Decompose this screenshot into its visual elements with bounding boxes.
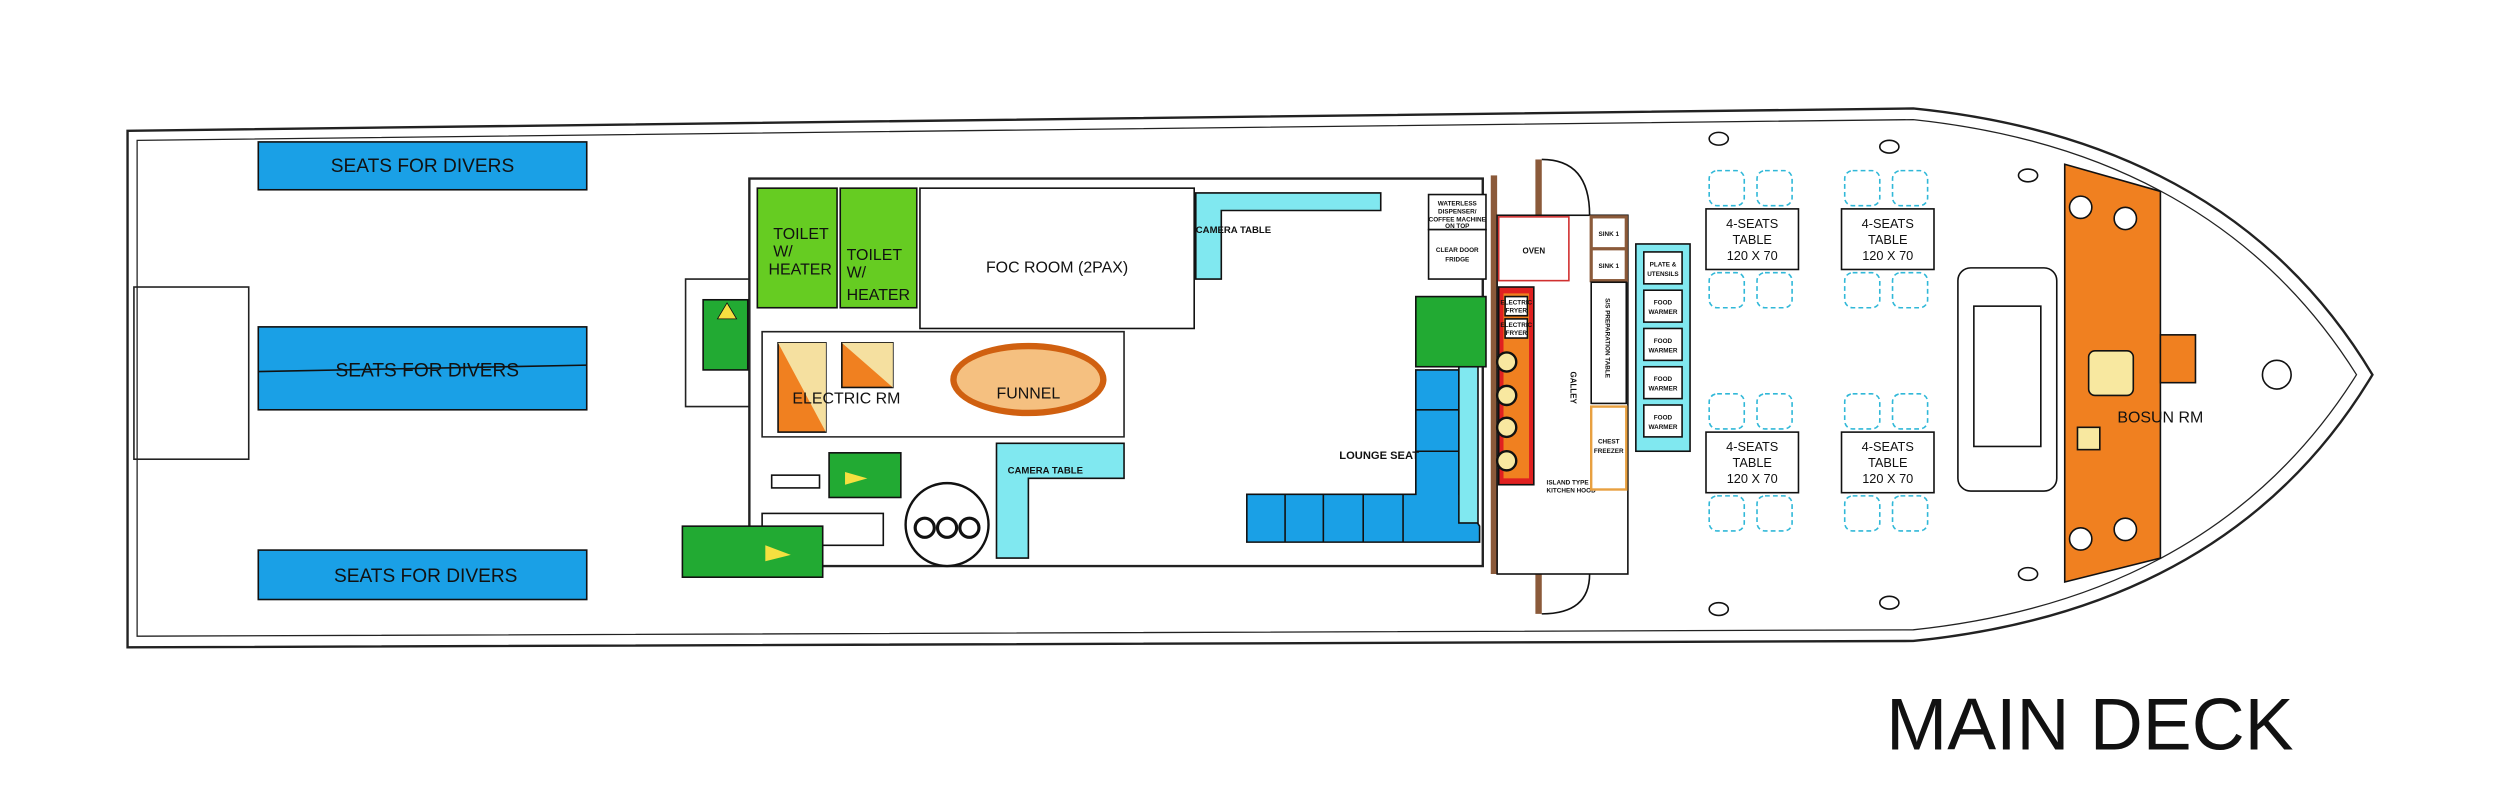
svg-text:WATERLESS: WATERLESS <box>1438 201 1477 208</box>
lounge-seat: LOUNGE SEAT <box>1246 365 1481 543</box>
svg-text:HEATER: HEATER <box>847 287 910 304</box>
svg-text:PLATE &: PLATE & <box>1650 261 1677 268</box>
prep-table: S/S PREPARATION TABLE <box>1590 281 1628 405</box>
portholes <box>1708 131 2292 617</box>
svg-text:120 X 70: 120 X 70 <box>1727 471 1778 486</box>
electric-room: ELECTRIC RM <box>761 330 1125 438</box>
oven: OVEN <box>1497 216 1570 282</box>
svg-text:TABLE: TABLE <box>1868 455 1907 470</box>
svg-text:FOC ROOM (2PAX): FOC ROOM (2PAX) <box>986 260 1128 277</box>
seats-for-divers-1: SEATS FOR DIVERS <box>257 141 588 191</box>
stair-side <box>681 525 824 578</box>
svg-text:S/S PREPARATION TABLE: S/S PREPARATION TABLE <box>1604 298 1611 378</box>
svg-text:FUNNEL: FUNNEL <box>996 386 1060 403</box>
hull-outline <box>126 107 2374 649</box>
table-3: 4-SEATS TABLE 120 X 70 <box>1705 393 1800 532</box>
funnel: FUNNEL <box>950 342 1107 417</box>
svg-text:SINK 1: SINK 1 <box>1598 231 1619 238</box>
svg-text:120 X 70: 120 X 70 <box>1862 471 1913 486</box>
camera-table-fwd: CAMERA TABLE <box>1194 192 1382 280</box>
svg-text:ELECTRIC: ELECTRIC <box>1500 322 1532 329</box>
food-counter: PLATE & UTENSILS FOOD WARMER FOOD WARMER… <box>1635 243 1691 453</box>
svg-text:CHEST: CHEST <box>1598 438 1620 445</box>
galley-label: GALLEY <box>1568 372 1577 405</box>
camera-table-aft: CAMERA TABLE <box>995 442 1125 559</box>
svg-text:TABLE: TABLE <box>1733 232 1772 247</box>
svg-text:SEATS FOR DIVERS: SEATS FOR DIVERS <box>336 360 520 381</box>
page-title: MAIN DECK <box>1886 683 2294 765</box>
svg-text:TOILET: TOILET <box>773 226 829 243</box>
svg-text:FRYER: FRYER <box>1506 308 1528 315</box>
svg-text:CLEAR DOOR: CLEAR DOOR <box>1436 247 1479 254</box>
sinks: SINK 1 SINK 1 <box>1589 215 1628 283</box>
bow-lounge <box>1957 267 2058 492</box>
svg-text:FOOD: FOOD <box>1654 300 1673 307</box>
clear-door-fridge: CLEAR DOOR FRIDGE <box>1427 228 1487 280</box>
toilet-1: TOILET W/ HEATER <box>756 187 838 309</box>
stair-fwd <box>1415 295 1487 368</box>
svg-text:FOOD: FOOD <box>1654 338 1673 345</box>
bosun-room: BOSUN RM <box>2063 163 2203 583</box>
table-4: 4-SEATS TABLE 120 X 70 <box>1840 393 1935 532</box>
table-1: 4-SEATS TABLE 120 X 70 <box>1705 169 1800 309</box>
svg-text:HEATER: HEATER <box>768 261 831 278</box>
svg-text:FOOD: FOOD <box>1654 414 1673 421</box>
svg-text:CAMERA TABLE: CAMERA TABLE <box>1196 225 1271 236</box>
svg-text:4-SEATS: 4-SEATS <box>1726 216 1778 231</box>
seats-for-divers-2: SEATS FOR DIVERS <box>257 326 588 411</box>
toilet-2: TOILET W/ HEATER <box>839 187 918 309</box>
svg-text:SEATS FOR DIVERS: SEATS FOR DIVERS <box>334 566 518 587</box>
svg-text:BOSUN RM: BOSUN RM <box>2117 410 2203 427</box>
engine-hatch <box>904 481 990 568</box>
svg-text:TOILET: TOILET <box>847 247 903 264</box>
svg-text:FRIDGE: FRIDGE <box>1445 257 1469 264</box>
svg-text:FOOD: FOOD <box>1654 376 1673 383</box>
svg-text:ISLAND TYPE: ISLAND TYPE <box>1547 480 1589 487</box>
svg-text:WARMER: WARMER <box>1648 309 1677 316</box>
table-2: 4-SEATS TABLE 120 X 70 <box>1840 169 1935 309</box>
kitchen-hood: ELECTRIC FRYER ELECTRIC FRYER ISLAND TYP… <box>1495 286 1597 495</box>
stair-mid <box>828 452 902 499</box>
svg-text:FREEZER: FREEZER <box>1594 448 1624 455</box>
svg-text:W/: W/ <box>773 244 793 261</box>
svg-text:SINK 1: SINK 1 <box>1598 263 1619 270</box>
svg-text:FRYER: FRYER <box>1506 330 1528 337</box>
chest-freezer: CHEST FREEZER <box>1590 405 1628 491</box>
svg-text:ELECTRIC: ELECTRIC <box>1500 300 1532 307</box>
svg-text:KITCHEN HOOD: KITCHEN HOOD <box>1547 488 1597 495</box>
svg-text:WARMER: WARMER <box>1648 347 1677 354</box>
svg-text:UTENSILS: UTENSILS <box>1647 271 1678 278</box>
svg-text:W/: W/ <box>847 264 867 281</box>
svg-text:SEATS FOR DIVERS: SEATS FOR DIVERS <box>331 156 515 177</box>
svg-text:4-SEATS: 4-SEATS <box>1862 439 1914 454</box>
svg-text:TABLE: TABLE <box>1868 232 1907 247</box>
svg-text:120 X 70: 120 X 70 <box>1862 248 1913 263</box>
svg-text:120 X 70: 120 X 70 <box>1727 248 1778 263</box>
svg-text:OVEN: OVEN <box>1523 247 1546 256</box>
svg-text:ON TOP: ON TOP <box>1445 223 1470 230</box>
svg-text:4-SEATS: 4-SEATS <box>1726 439 1778 454</box>
svg-text:WARMER: WARMER <box>1648 424 1677 431</box>
svg-text:LOUNGE SEAT: LOUNGE SEAT <box>1339 450 1419 462</box>
seats-for-divers-3: SEATS FOR DIVERS <box>257 549 588 601</box>
stern-box <box>133 286 250 461</box>
svg-text:COFFEE MACHINE: COFFEE MACHINE <box>1429 217 1486 224</box>
water-dispenser: WATERLESS DISPENSER/ COFFEE MACHINE ON T… <box>1427 193 1487 231</box>
svg-text:WARMER: WARMER <box>1648 386 1677 393</box>
svg-text:CAMERA TABLE: CAMERA TABLE <box>1008 466 1083 477</box>
svg-text:ELECTRIC RM: ELECTRIC RM <box>792 390 900 407</box>
hull-inner <box>136 118 2358 637</box>
svg-text:DISPENSER/: DISPENSER/ <box>1438 209 1477 216</box>
foc-room: FOC ROOM (2PAX) <box>919 187 1195 330</box>
deckhouse-outline <box>748 177 1484 568</box>
svg-text:TABLE: TABLE <box>1733 455 1772 470</box>
svg-text:4-SEATS: 4-SEATS <box>1862 216 1914 231</box>
